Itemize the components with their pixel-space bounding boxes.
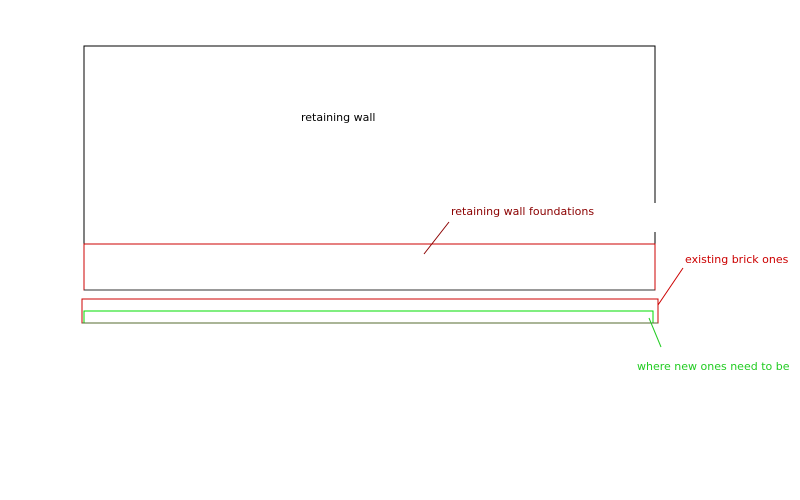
retaining-wall-label: retaining wall: [301, 111, 376, 124]
retaining-wall-foundations-block: [83, 243, 656, 291]
existing-brick-leader-line: [657, 267, 684, 306]
retaining-wall-foundations-label: retaining wall foundations: [451, 205, 594, 218]
where-new-ones-need-to-be-label: where new ones need to be: [637, 360, 790, 373]
existing-brick-ones-label: existing brick ones: [685, 253, 789, 266]
new-ones-strip: [83, 310, 654, 324]
new-ones-leader-line: [648, 317, 662, 348]
retaining-wall-outline: [83, 45, 656, 244]
foundations-leader-line: [423, 221, 450, 255]
